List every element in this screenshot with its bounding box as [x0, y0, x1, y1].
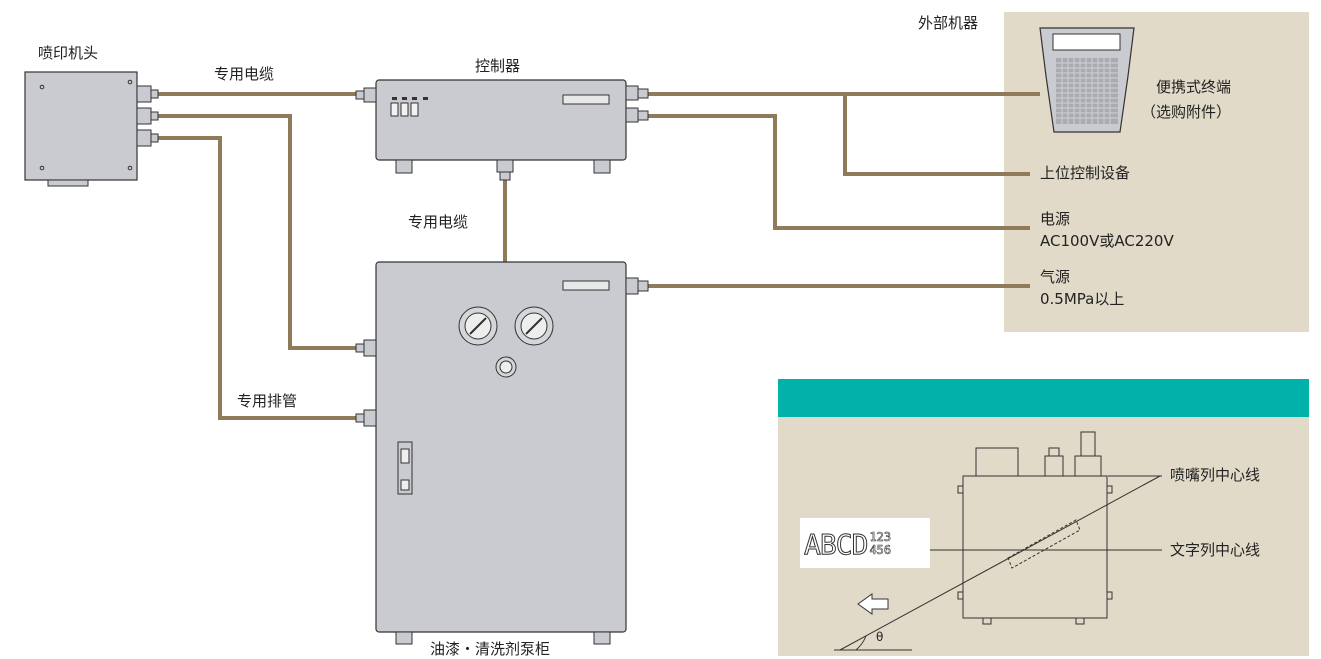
air-title-label: 气源: [1040, 268, 1071, 286]
nozzle-centerline-label: 喷嘴列中心线: [1170, 466, 1261, 484]
cable-mid-label: 专用电缆: [408, 213, 469, 231]
sample-text-main: ABCD: [803, 527, 868, 561]
cable-top-label: 专用电缆: [214, 65, 275, 83]
pump-cabinet-device: [355, 261, 649, 645]
cabinet-label: 油漆・清洗剂泵柜: [430, 640, 551, 658]
controller-label: 控制器: [475, 57, 521, 75]
sample-text-top: 123: [869, 530, 892, 544]
sample-text-bottom: 456: [869, 543, 892, 557]
hose-label: 专用排管: [237, 392, 298, 410]
host-control-label: 上位控制设备: [1040, 164, 1131, 182]
power-value-label: AC100V或AC220V: [1040, 232, 1174, 250]
cable-controller-to-power: [648, 114, 1030, 230]
cables: [158, 92, 1040, 420]
controller-device: [355, 79, 649, 181]
angle-symbol: θ: [876, 630, 884, 644]
detail-print-head: [800, 431, 1162, 651]
external-devices-label: 外部机器: [918, 14, 979, 32]
sample-print: ABCD 123 456: [803, 522, 892, 566]
power-title-label: 电源: [1040, 210, 1071, 228]
char-centerline-label: 文字列中心线: [1170, 541, 1261, 559]
air-value-label: 0.5MPa以上: [1040, 290, 1125, 308]
handheld-label-line1: 便携式终端: [1156, 78, 1232, 96]
handheld-label-line2: （选购附件）: [1141, 103, 1232, 121]
cable-head-to-cabinet: [158, 114, 358, 350]
print-head-label: 喷印机头: [38, 44, 99, 62]
sample-text-digits: 123 456: [869, 530, 892, 557]
print-head-device: [24, 71, 159, 187]
cable-controller-to-host: [843, 94, 1030, 176]
detail-panel-header-bar: [778, 379, 1309, 417]
handheld-terminal-device: [1039, 27, 1135, 133]
hose-head-to-cabinet: [158, 136, 358, 420]
